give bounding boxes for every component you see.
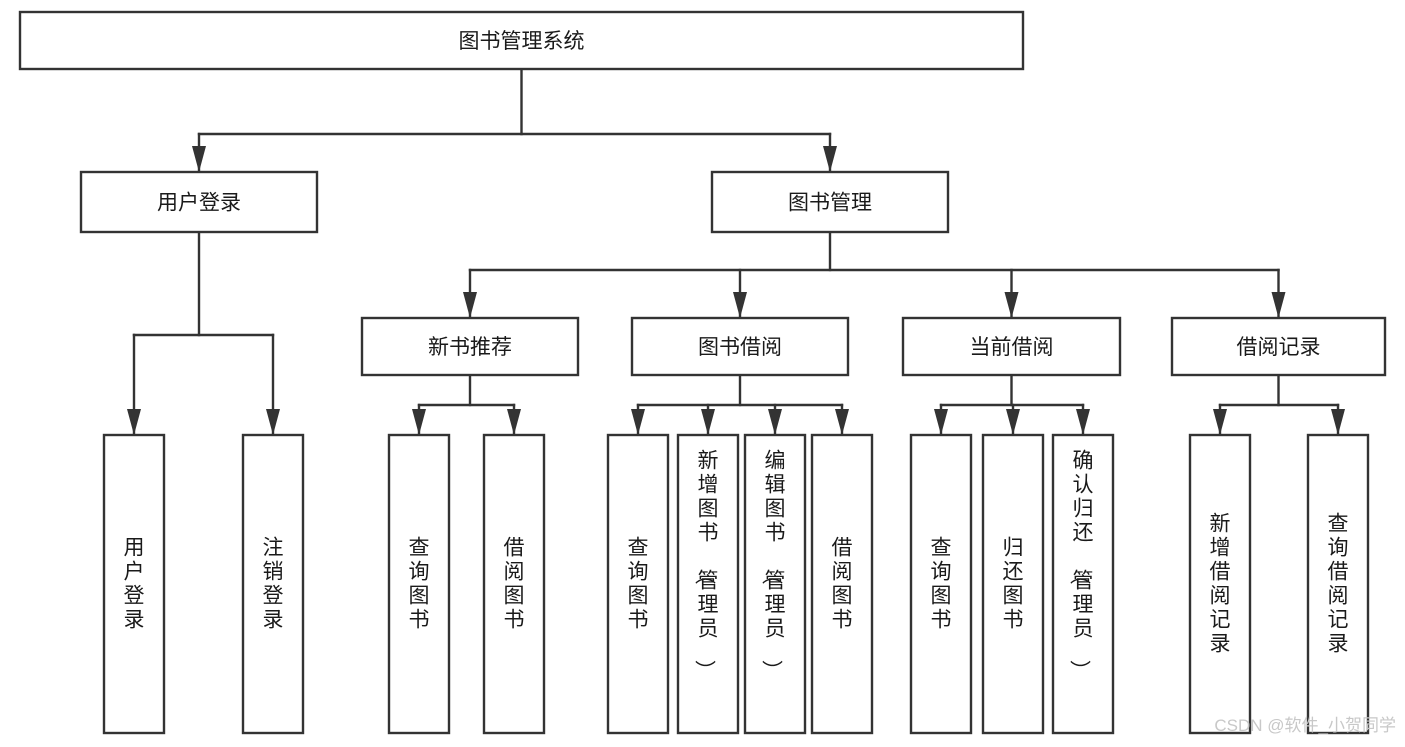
node-box-return-book[interactable] xyxy=(981,433,1045,735)
arrow-head-icon xyxy=(768,409,782,435)
node-box-add-book-admin[interactable] xyxy=(676,433,740,735)
arrow-head-icon xyxy=(127,409,141,435)
node-label-add-book-admin: 新增图书（管理员） xyxy=(693,450,719,681)
arrow-head-icon xyxy=(1271,292,1286,318)
arrow-head-icon xyxy=(1006,409,1020,435)
arrow-head-icon xyxy=(463,292,477,318)
node-label-book-manage: 图书管理 xyxy=(788,192,872,215)
node-label-query-book-2: 查询图书 xyxy=(628,537,649,632)
arrow-head-icon xyxy=(733,292,747,318)
nodes-layer: 图书管理系统用户登录图书管理用户登录注销登录新书推荐图书借阅当前借阅借阅记录查询… xyxy=(18,10,1387,735)
node-label-user-login: 用户登录 xyxy=(157,192,241,215)
node-box-book-borrow[interactable] xyxy=(630,316,850,377)
arrow-head-icon xyxy=(1004,292,1019,318)
arrow-head-icon xyxy=(934,409,948,435)
node-box-root[interactable] xyxy=(18,10,1025,71)
node-label-borrow-book-1: 借阅图书 xyxy=(504,537,525,632)
node-user-logout[interactable]: 注销登录 xyxy=(241,433,305,735)
node-box-confirm-return-admin[interactable] xyxy=(1051,433,1115,735)
node-borrow-book-2[interactable]: 借阅图书 xyxy=(810,433,874,735)
connectors-layer xyxy=(127,67,1345,436)
node-label-root: 图书管理系统 xyxy=(459,30,585,53)
node-box-user-login-do[interactable] xyxy=(102,433,166,735)
node-label-borrow-record: 借阅记录 xyxy=(1237,336,1321,359)
node-label-new-book-recommend: 新书推荐 xyxy=(428,336,512,359)
arrow-head-icon xyxy=(631,409,645,435)
node-box-user-logout[interactable] xyxy=(241,433,305,735)
node-box-edit-book-admin[interactable] xyxy=(743,433,807,735)
node-box-user-login[interactable] xyxy=(79,170,319,234)
node-user-login-do[interactable]: 用户登录 xyxy=(102,433,166,735)
arrow-head-icon xyxy=(1076,409,1090,435)
node-current-borrow[interactable]: 当前借阅 xyxy=(901,316,1122,377)
node-add-book-admin[interactable]: 新增图书（管理员） xyxy=(676,433,740,735)
node-label-add-borrow-record: 新增借阅记录 xyxy=(1210,513,1231,656)
node-box-book-manage[interactable] xyxy=(710,170,950,234)
node-label-book-borrow: 图书借阅 xyxy=(698,336,782,359)
node-label-query-book-3: 查询图书 xyxy=(931,537,952,632)
arrow-head-icon xyxy=(412,409,426,435)
node-label-query-borrow-record: 查询借阅记录 xyxy=(1328,513,1349,656)
node-book-manage[interactable]: 图书管理 xyxy=(710,170,950,234)
node-return-book[interactable]: 归还图书 xyxy=(981,433,1045,735)
node-box-current-borrow[interactable] xyxy=(901,316,1122,377)
arrow-head-icon xyxy=(701,409,715,435)
node-label-current-borrow: 当前借阅 xyxy=(970,336,1054,359)
arrow-head-icon xyxy=(507,409,521,435)
node-add-borrow-record[interactable]: 新增借阅记录 xyxy=(1188,433,1252,735)
node-label-borrow-book-2: 借阅图书 xyxy=(832,537,853,632)
node-box-add-borrow-record[interactable] xyxy=(1188,433,1252,735)
node-box-query-borrow-record[interactable] xyxy=(1306,433,1370,735)
node-edit-book-admin[interactable]: 编辑图书（管理员） xyxy=(743,433,807,735)
node-new-book-recommend[interactable]: 新书推荐 xyxy=(360,316,580,377)
node-box-query-book-2[interactable] xyxy=(606,433,670,735)
node-label-confirm-return-admin: 确认归还（管理员） xyxy=(1068,450,1094,681)
node-box-query-book-1[interactable] xyxy=(387,433,451,735)
node-box-borrow-book-1[interactable] xyxy=(482,433,546,735)
node-label-edit-book-admin: 编辑图书（管理员） xyxy=(760,450,786,681)
node-user-login[interactable]: 用户登录 xyxy=(79,170,319,234)
node-root[interactable]: 图书管理系统 xyxy=(18,10,1025,71)
node-query-book-2[interactable]: 查询图书 xyxy=(606,433,670,735)
arrow-head-icon xyxy=(1331,409,1345,435)
node-borrow-book-1[interactable]: 借阅图书 xyxy=(482,433,546,735)
csdn-watermark: CSDN @软件_小贺同学 xyxy=(1214,716,1396,735)
node-borrow-record[interactable]: 借阅记录 xyxy=(1170,316,1387,377)
arrow-head-icon xyxy=(823,146,837,172)
node-query-borrow-record[interactable]: 查询借阅记录 xyxy=(1306,433,1370,735)
arrow-head-icon xyxy=(266,409,280,435)
arrow-head-icon xyxy=(835,409,849,435)
node-query-book-1[interactable]: 查询图书 xyxy=(387,433,451,735)
node-label-user-logout: 注销登录 xyxy=(263,537,284,632)
node-box-borrow-book-2[interactable] xyxy=(810,433,874,735)
node-query-book-3[interactable]: 查询图书 xyxy=(909,433,973,735)
node-label-query-book-1: 查询图书 xyxy=(409,537,430,632)
node-box-borrow-record[interactable] xyxy=(1170,316,1387,377)
node-confirm-return-admin[interactable]: 确认归还（管理员） xyxy=(1051,433,1115,735)
node-label-return-book: 归还图书 xyxy=(1003,537,1024,632)
node-box-new-book-recommend[interactable] xyxy=(360,316,580,377)
node-book-borrow[interactable]: 图书借阅 xyxy=(630,316,850,377)
arrow-head-icon xyxy=(192,146,206,172)
node-label-user-login-do: 用户登录 xyxy=(124,537,145,632)
node-box-query-book-3[interactable] xyxy=(909,433,973,735)
arrow-head-icon xyxy=(1213,409,1227,435)
